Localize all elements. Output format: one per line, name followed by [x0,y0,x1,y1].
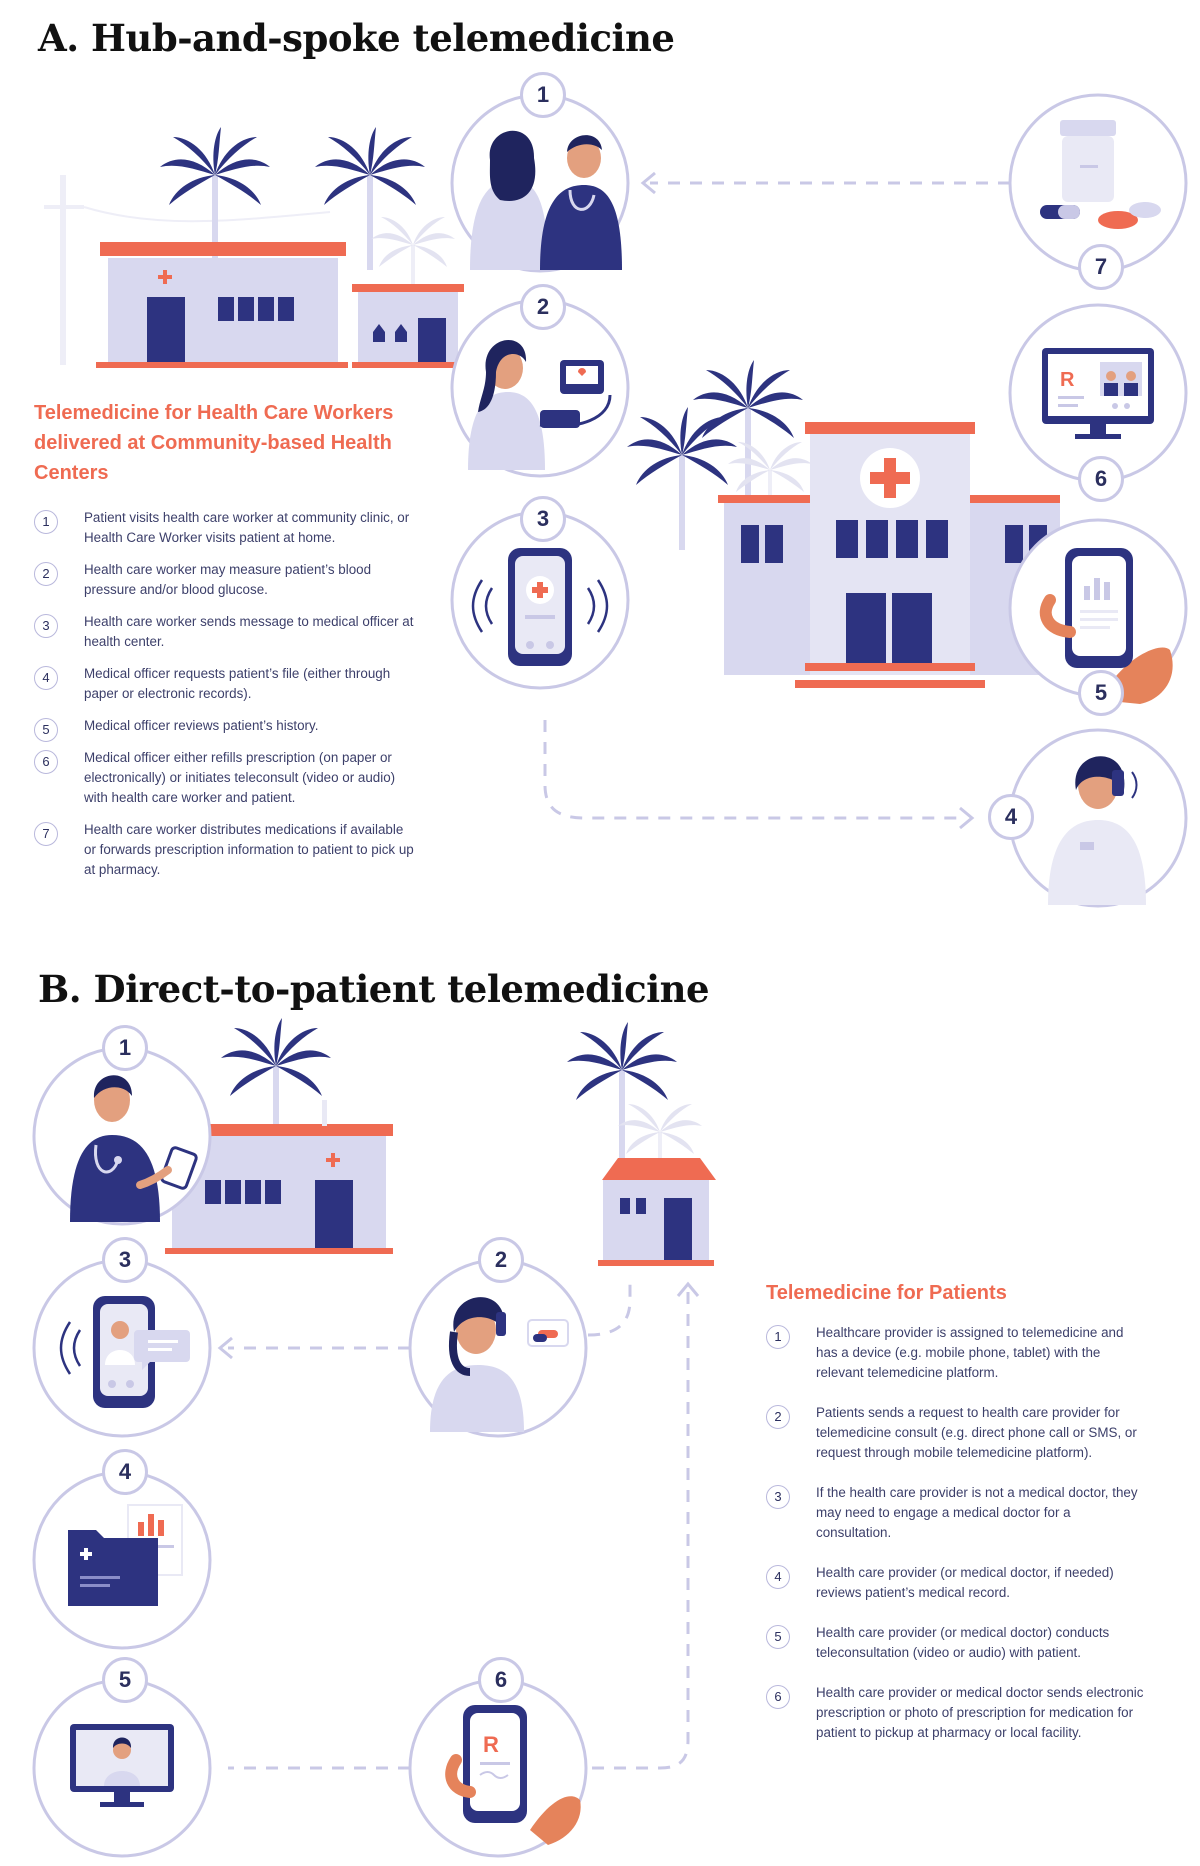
doctor-on-phone-icon [1048,756,1146,905]
step-badge: 1 [102,1025,148,1071]
list-item: 6 Health care provider or medical doctor… [766,1683,1146,1743]
step-text: Health care worker may measure patient’s… [84,562,372,597]
community-clinic-building [96,242,464,368]
list-item: 5 Medical officer reviews patient’s hist… [34,716,414,742]
circle-step-a3 [450,510,630,690]
hospital-building [718,422,1060,688]
step-number: 1 [34,510,58,534]
list-item: 6 Medical officer either refills prescri… [34,748,414,808]
step-badge: 5 [1078,670,1124,716]
step-number: 5 [766,1625,790,1649]
section-a-heading: Telemedicine for Health Care Workers del… [34,402,394,484]
circle-step-a7 [1008,93,1188,273]
step-text: Medical officer either refills prescript… [84,750,396,805]
list-item: 5 Health care provider (or medical docto… [766,1623,1146,1663]
step-badge: 3 [520,496,566,542]
step-text: Patient visits health care worker at com… [84,510,410,545]
circle-step-a4 [1008,728,1188,908]
step-text: Health care provider (or medical doctor,… [816,1565,1114,1600]
video-prescription-icon: R [1042,348,1154,439]
step-text: Health care provider (or medical doctor)… [816,1625,1110,1660]
step-number: 2 [34,562,58,586]
step-badge: 5 [102,1657,148,1703]
step-badge: 3 [102,1237,148,1283]
step-text: If the health care provider is not a med… [816,1485,1138,1540]
step-text: Health care provider or medical doctor s… [816,1685,1144,1740]
phone-prescription-icon: R [445,1705,581,1845]
step-badge: 6 [478,1657,524,1703]
circle-step-a1 [450,93,630,273]
circle-step-b6: R [408,1678,588,1858]
step-text: Patients sends a request to health care … [816,1405,1137,1460]
provider-with-tablet-icon [70,1075,198,1222]
list-item: 3 Health care worker sends message to me… [34,612,414,652]
step-number: 4 [766,1565,790,1589]
step-number: 5 [34,718,58,742]
step-badge: 1 [520,72,566,118]
step-badge: 7 [1078,244,1124,290]
step-text: Health care worker sends message to medi… [84,614,414,649]
circle-step-a5 [1008,518,1188,704]
list-item: 4 Health care provider (or medical docto… [766,1563,1146,1603]
flow-arrowheads-b [217,1281,700,1360]
step-number: 1 [766,1325,790,1349]
medical-record-folder-icon [68,1504,183,1606]
list-item: 7 Health care worker distributes medicat… [34,820,414,880]
step-number: 3 [34,614,58,638]
step-number: 6 [766,1685,790,1709]
step-badge: 4 [988,794,1034,840]
circle-step-b5 [32,1678,212,1858]
section-b-step-list: 1 Healthcare provider is assigned to tel… [766,1323,1146,1743]
list-item: 1 Healthcare provider is assigned to tel… [766,1323,1146,1383]
step-text: Medical officer reviews patient’s histor… [84,718,319,733]
step-number: 7 [34,822,58,846]
patient-on-phone-icon [430,1297,569,1432]
blood-pressure-icon [468,339,612,470]
flow-connectors-a [543,181,1010,820]
phone-message-icon [471,548,609,666]
list-item: 3 If the health care provider is not a m… [766,1483,1146,1543]
step-badge: 2 [520,284,566,330]
palm-tree-3 [627,407,737,550]
list-item: 1 Patient visits health care worker at c… [34,508,414,548]
patient-house [598,1158,716,1266]
circle-step-a2 [450,298,630,478]
step-number: 4 [34,666,58,690]
step-badge: 6 [1078,456,1124,502]
step-text: Healthcare provider is assigned to telem… [816,1325,1124,1380]
list-item: 2 Patients sends a request to health car… [766,1403,1146,1463]
step-badge: 2 [478,1237,524,1283]
section-a-title: A. Hub-and-spoke telemedicine [38,16,675,60]
consultation-icon [470,130,622,270]
svg-text:R: R [483,1732,499,1757]
circle-step-b1 [32,1046,212,1226]
step-number: 6 [34,750,58,774]
step-badge: 4 [102,1449,148,1495]
step-number: 2 [766,1405,790,1429]
phone-video-chat-icon [59,1296,190,1408]
circle-step-b2 [408,1258,588,1438]
svg-text:R: R [1060,369,1075,391]
circle-step-b4 [32,1470,212,1650]
step-text: Medical officer requests patient’s file … [84,666,391,701]
list-item: 4 Medical officer requests patient’s fil… [34,664,414,704]
step-number: 3 [766,1485,790,1509]
monitor-video-icon [70,1724,174,1807]
section-a-step-list: 1 Patient visits health care worker at c… [34,508,414,880]
utility-pole [44,175,331,365]
list-item: 2 Health care worker may measure patient… [34,560,414,600]
section-b-heading: Telemedicine for Patients [766,1282,1007,1304]
circle-step-b3 [32,1258,212,1438]
medication-icon [1040,120,1161,229]
circle-step-a6: R [1008,303,1188,483]
flow-connectors-b [228,1282,690,1770]
section-b-title: B. Direct-to-patient telemedicine [38,967,710,1011]
step-text: Health care worker distributes medicatio… [84,822,414,877]
flow-arrowheads-a [640,171,975,830]
